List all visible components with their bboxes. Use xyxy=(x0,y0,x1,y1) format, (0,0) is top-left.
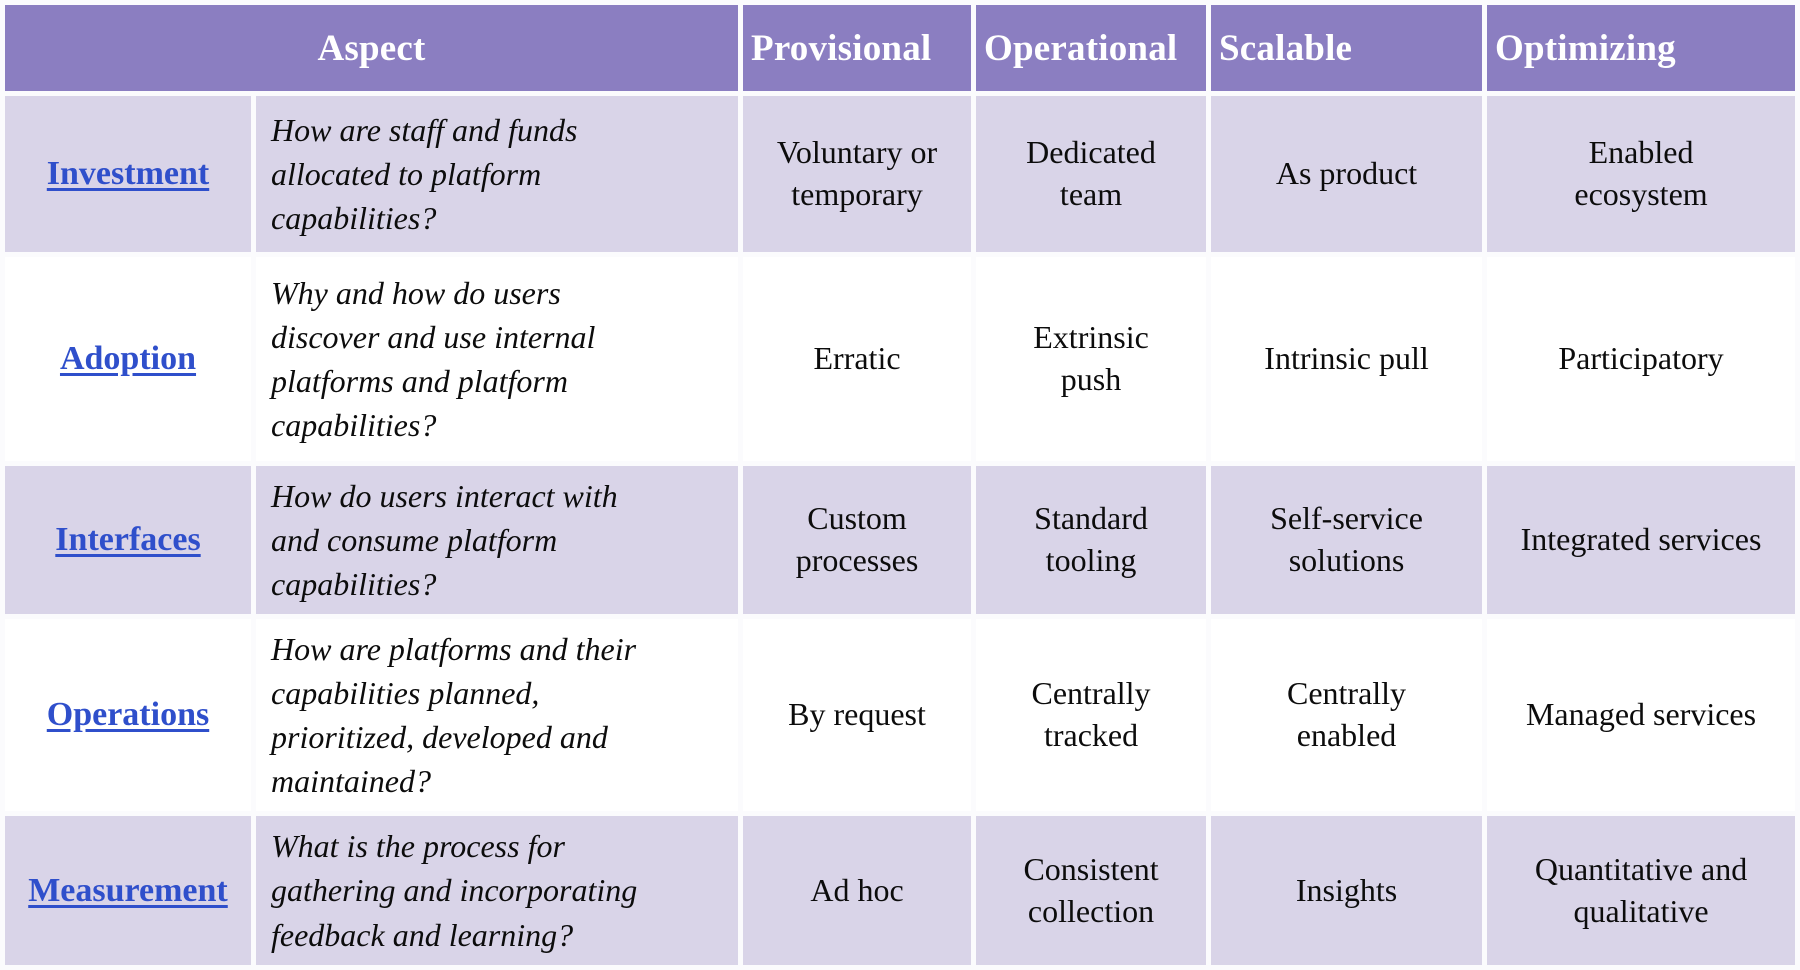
interfaces-optimizing-value: Integrated services xyxy=(1487,466,1796,614)
investment-provisional-value: Voluntary or temporary xyxy=(743,96,972,252)
adoption-optimizing-value: Participatory xyxy=(1487,257,1796,461)
measurement-provisional-value: Ad hoc xyxy=(743,816,972,965)
operations-scalable-value: Centrally enabled xyxy=(1211,619,1483,811)
adoption-operational-value: Extrinsic push xyxy=(976,257,1207,461)
interfaces-provisional-value: Custom processes xyxy=(743,466,972,614)
measurement-scalable-value: Insights xyxy=(1211,816,1483,965)
table-row-investment: Investment How are staff and funds alloc… xyxy=(5,96,1796,252)
investment-operational-value: Dedicated team xyxy=(976,96,1207,252)
adoption-question: Why and how do users discover and use in… xyxy=(256,257,739,461)
operations-provisional-value: By request xyxy=(743,619,972,811)
table-row-interfaces: Interfaces How do users interact with an… xyxy=(5,466,1796,614)
adoption-provisional-value: Erratic xyxy=(743,257,972,461)
measurement-optimizing-value: Quantitative and qualitative xyxy=(1487,816,1796,965)
column-header-aspect: Aspect xyxy=(5,5,739,91)
investment-scalable-value: As product xyxy=(1211,96,1483,252)
measurement-link[interactable]: Measurement xyxy=(28,871,228,909)
column-header-scalable: Scalable xyxy=(1211,5,1483,91)
investment-link[interactable]: Investment xyxy=(46,155,210,192)
column-header-provisional: Provisional xyxy=(743,5,972,91)
investment-link-cell: Investment xyxy=(5,96,251,252)
measurement-question: What is the process for gathering and in… xyxy=(256,816,739,965)
table-row-adoption: Adoption Why and how do users discover a… xyxy=(5,257,1796,461)
interfaces-scalable-value: Self-service solutions xyxy=(1211,466,1483,614)
adoption-link[interactable]: Adoption xyxy=(59,340,197,377)
operations-question: How are platforms and their capabilities… xyxy=(256,619,739,811)
operations-operational-value: Centrally tracked xyxy=(976,619,1207,811)
column-header-operational: Operational xyxy=(976,5,1207,91)
measurement-link-cell: Measurement xyxy=(5,816,251,965)
adoption-scalable-value: Intrinsic pull xyxy=(1211,257,1483,461)
interfaces-operational-value: Standard tooling xyxy=(976,466,1207,614)
investment-question: How are staff and funds allocated to pla… xyxy=(256,96,739,252)
operations-link-cell: Operations xyxy=(5,619,251,811)
table-row-measurement: Measurement What is the process for gath… xyxy=(5,816,1796,965)
interfaces-link[interactable]: Interfaces xyxy=(55,521,201,558)
investment-optimizing-value: Enabled ecosystem xyxy=(1487,96,1796,252)
adoption-link-cell: Adoption xyxy=(5,257,251,461)
column-header-optimizing: Optimizing xyxy=(1487,5,1796,91)
interfaces-link-cell: Interfaces xyxy=(5,466,251,614)
measurement-operational-value: Consistent collection xyxy=(976,816,1207,965)
operations-optimizing-value: Managed services xyxy=(1487,619,1796,811)
operations-link[interactable]: Operations xyxy=(46,696,210,733)
interfaces-question: How do users interact with and consume p… xyxy=(256,466,739,614)
table-row-operations: Operations How are platforms and their c… xyxy=(5,619,1796,811)
header-row: Aspect Provisional Operational Scalable … xyxy=(5,5,1796,91)
